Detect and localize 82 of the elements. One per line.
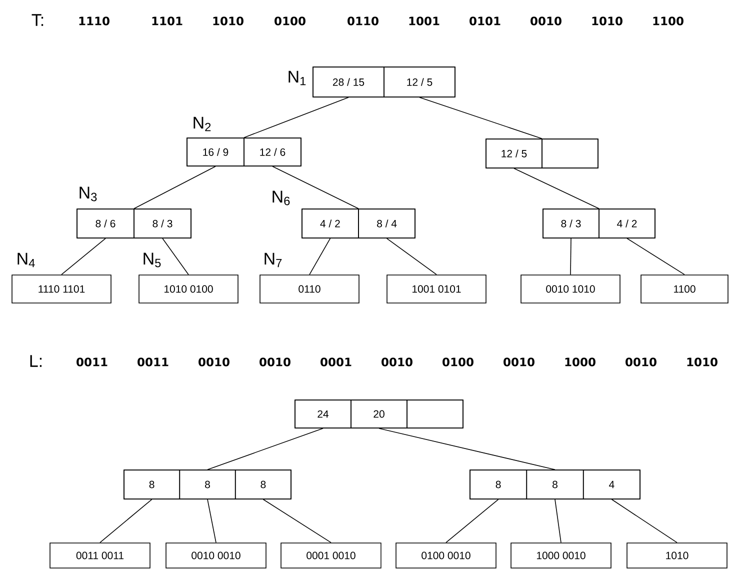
bit-group: 0010 (198, 358, 230, 366)
tree-edge (514, 168, 600, 209)
bit-group: 1100 (653, 16, 684, 26)
bit-group: 1110 (79, 16, 110, 26)
node-name: N$_{3}$ (80, 186, 97, 202)
key-cell: 4 / 2 (302, 208, 359, 238)
key-cell: 8 (470, 470, 528, 500)
tree-edge (554, 499, 562, 543)
empty-cell (542, 138, 598, 168)
leaf-box: 0010 1010 (520, 274, 620, 304)
leaf-box: 1100 (640, 274, 728, 304)
key-cell: 20 (350, 400, 408, 428)
key-cell: 16 / 9 (186, 138, 244, 166)
leaf-box: 0100 0010 (396, 542, 496, 568)
key-cell: 24 (294, 400, 352, 428)
bit-group: 1010 (687, 358, 718, 366)
tree-edge (244, 97, 349, 138)
key-cell: 8 / 3 (542, 208, 600, 238)
empty-cell (406, 400, 464, 428)
node-name: N$_{6}$ (272, 190, 290, 206)
leaf-box: 1110 1101 (12, 274, 112, 304)
bit-group: 0011 (138, 358, 168, 366)
bit-group: 1010 (213, 16, 244, 26)
node-name: N$_{5}$ (144, 252, 161, 268)
leaf-box: 1001 0101 (386, 274, 486, 304)
tree-edge (134, 166, 216, 209)
tree-edge (262, 499, 332, 543)
node-name: N$_{2}$ (194, 116, 211, 132)
bit-group: 1001 (409, 16, 440, 26)
key-cell: 8 / 3 (134, 208, 192, 238)
leaf-box: 0011 0011 (50, 542, 150, 568)
node-name: N$_{7}$ (264, 252, 282, 268)
tree-edge (309, 238, 331, 275)
bit-group: 1101 (152, 16, 182, 26)
key-cell: 12 / 5 (486, 138, 542, 168)
tree-edge (611, 499, 678, 543)
node-name: N$_{1}$ (288, 70, 306, 86)
bit-group: 0010 (504, 358, 534, 366)
node-name: N$_{4}$ (18, 252, 35, 268)
tree-edge (419, 97, 542, 139)
key-cell: 8 (234, 470, 292, 500)
key-cell: 28 / 15 (312, 66, 384, 98)
tree-edge (272, 166, 359, 209)
key-cell: 8 / 6 (76, 208, 134, 238)
key-cell: 8 (526, 470, 584, 500)
tree-edge (207, 428, 324, 470)
bit-group: 0101 (470, 16, 500, 26)
leaf-box: 1010 (626, 542, 728, 568)
tree-edge (386, 238, 437, 275)
key-cell: 12 / 5 (384, 66, 456, 98)
bit-group: 0011 (76, 358, 108, 366)
tree-edge (207, 499, 216, 543)
key-cell: 8 (124, 470, 180, 500)
leaf-box: 1000 0010 (510, 542, 612, 568)
bit-group: 1000 (565, 358, 596, 366)
bit-group: 0100 (442, 358, 474, 366)
key-cell: 12 / 6 (244, 138, 302, 166)
bit-group: 0010 (260, 358, 290, 366)
bit-group: 0010 (530, 16, 562, 26)
tree-edge (100, 499, 152, 543)
tree-edge (446, 499, 499, 543)
bit-group: 0010 (382, 358, 412, 366)
key-cell: 4 (582, 470, 640, 500)
tree-edge (626, 238, 685, 275)
key-cell: 4 / 2 (598, 208, 656, 238)
bit-group: 0001 (320, 358, 352, 366)
key-cell: 8 / 4 (358, 208, 416, 238)
leaf-box: 0110 (260, 274, 360, 304)
tree-edge (162, 238, 189, 275)
key-cell: 8 (179, 470, 236, 500)
bit-group: 0010 (626, 358, 656, 366)
bit-group: 0100 (274, 16, 306, 26)
leaf-box: 0010 0010 (166, 542, 266, 568)
bit-group: 0110 (348, 16, 378, 26)
tree-edge (570, 238, 572, 275)
leaf-box: 1010 0100 (138, 274, 238, 304)
leaf-box: 0001 0010 (280, 542, 382, 568)
tree-edge (378, 428, 556, 470)
bit-group: 1010 (592, 16, 622, 26)
tree-edge (61, 238, 106, 275)
sequence-name: L: (30, 355, 42, 367)
sequence-name: T: (32, 14, 44, 26)
